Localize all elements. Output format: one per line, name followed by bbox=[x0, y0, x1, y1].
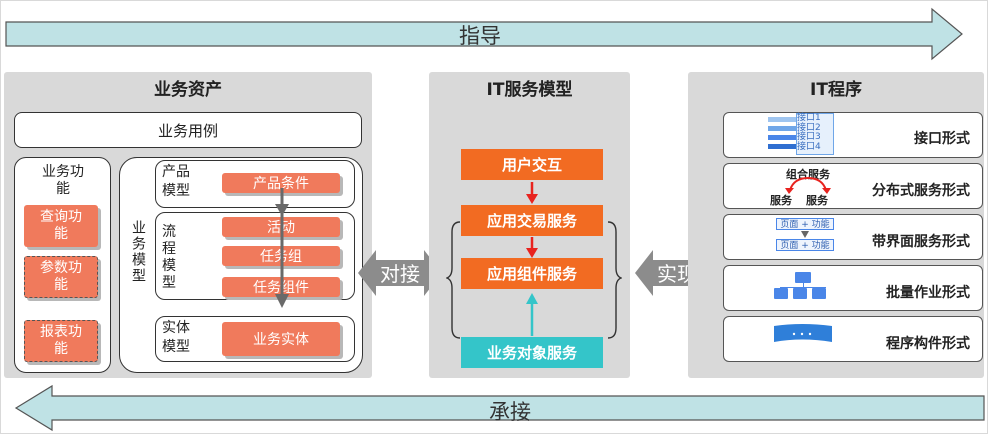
business-entity-box: 业务实体 bbox=[222, 322, 340, 356]
interface-form-label: 接口形式 bbox=[880, 128, 970, 148]
user-interaction-box: 用户交互 bbox=[461, 149, 603, 180]
app-component-box: 应用组件服务 bbox=[461, 258, 603, 289]
ui-item-2: 页面 + 功能 bbox=[776, 239, 834, 251]
interface-item-3: 接口3 bbox=[797, 132, 821, 142]
model-flow-arrow bbox=[275, 188, 289, 308]
app-component-label: 应用组件服务 bbox=[486, 265, 577, 283]
report-function-box: 报表功能 bbox=[24, 320, 98, 362]
ui-item-1: 页面 + 功能 bbox=[776, 218, 834, 230]
business-object-label: 业务对象服务 bbox=[486, 344, 577, 362]
interface-item-2: 接口2 bbox=[797, 122, 821, 133]
distributed-form-label: 分布式服务形式 bbox=[850, 180, 970, 200]
use-case-box bbox=[14, 112, 362, 148]
combined-service-arrows bbox=[785, 177, 831, 194]
ui-flow-icon bbox=[801, 231, 809, 238]
business-object-box: 业务对象服务 bbox=[461, 337, 603, 368]
combined-service-label: 组合服务 bbox=[786, 168, 830, 181]
it-program-title: IT程序 bbox=[810, 80, 862, 100]
product-model-label: 产品模型 bbox=[162, 164, 190, 199]
ui-item-2-label: 页面 + 功能 bbox=[780, 241, 830, 251]
business-model-label: 业务模型 bbox=[130, 220, 146, 284]
ui-item-1-label: 页面 + 功能 bbox=[780, 220, 830, 230]
business-entity-label: 业务实体 bbox=[253, 332, 309, 348]
bottom-arrow-label: 承接 bbox=[489, 400, 531, 424]
app-transaction-label: 应用交易服务 bbox=[486, 212, 577, 230]
service-a-label: 服务 bbox=[770, 194, 792, 207]
product-condition-box: 产品条件 bbox=[222, 173, 340, 193]
batch-form-label: 批量作业形式 bbox=[850, 282, 970, 302]
param-function-label: 参数功能 bbox=[40, 260, 82, 293]
service-braces bbox=[446, 221, 622, 339]
dock-connector-label: 对接 bbox=[380, 262, 420, 286]
batch-job-icon bbox=[774, 272, 834, 302]
report-function-label: 报表功能 bbox=[40, 324, 82, 357]
bottom-arrow bbox=[14, 384, 985, 432]
app-transaction-box: 应用交易服务 bbox=[461, 205, 603, 236]
dock-connector-arrow bbox=[358, 250, 442, 296]
interface-icon: 接口1 接口2 接口3 接口4 bbox=[768, 113, 834, 155]
service-flow-arrows bbox=[526, 182, 538, 336]
use-case-label: 业务用例 bbox=[157, 122, 218, 140]
component-form-label: 程序构件形式 bbox=[850, 333, 970, 353]
ui-service-form-label: 带界面服务形式 bbox=[850, 231, 970, 251]
program-component-icon bbox=[774, 324, 832, 342]
param-function-box: 参数功能 bbox=[24, 256, 98, 298]
it-service-model-title: IT服务模型 bbox=[486, 80, 573, 100]
query-function-box: 查询功能 bbox=[24, 205, 98, 247]
entity-model-label: 实体模型 bbox=[162, 320, 190, 355]
query-function-label: 查询功能 bbox=[40, 209, 82, 242]
product-condition-label: 产品条件 bbox=[253, 176, 309, 192]
top-arrow bbox=[5, 7, 963, 61]
process-model-label: 流程模型 bbox=[162, 224, 176, 291]
user-interaction-label: 用户交互 bbox=[501, 156, 562, 174]
function-label: 业务功能 bbox=[42, 164, 84, 197]
service-b-label: 服务 bbox=[806, 194, 828, 207]
interface-item-4: 接口4 bbox=[797, 141, 821, 152]
business-assets-title: 业务资产 bbox=[154, 80, 222, 100]
interface-item-1: 接口1 bbox=[797, 113, 821, 123]
top-arrow-label: 指导 bbox=[459, 24, 501, 48]
